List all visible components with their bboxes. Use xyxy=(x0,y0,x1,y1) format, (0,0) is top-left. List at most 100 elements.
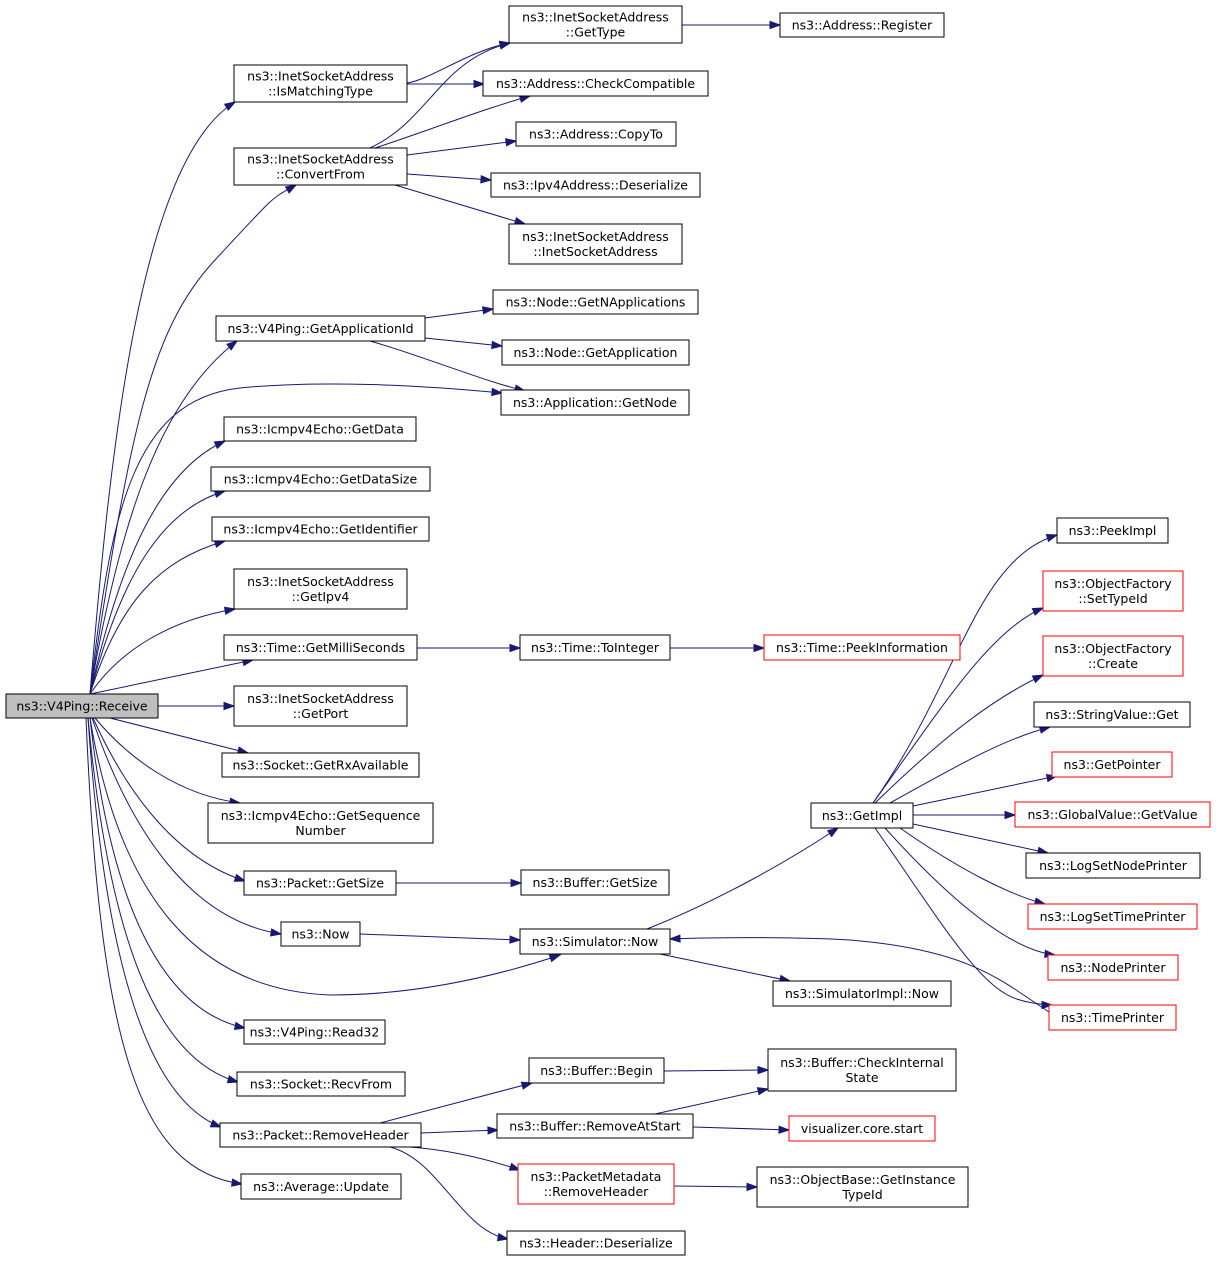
node-label: ns3::LogSetTimePrinter xyxy=(1040,909,1187,924)
edge-bufremoveat-to-bufcheck xyxy=(654,1088,769,1115)
arrowhead-getimpl-to-ofcreate xyxy=(1031,674,1045,684)
node-ipv4deser[interactable]: ns3::Ipv4Address::Deserialize xyxy=(490,172,701,198)
node-ismatching[interactable]: ns3::InetSocketAddress::IsMatchingType xyxy=(233,64,408,103)
node-inetctor[interactable]: ns3::InetSocketAddress::InetSocketAddres… xyxy=(508,223,683,265)
node-register[interactable]: ns3::Address::Register xyxy=(779,12,945,38)
node-logtimeprinter[interactable]: ns3::LogSetTimePrinter xyxy=(1027,903,1198,930)
node-nodeprinter[interactable]: ns3::NodePrinter xyxy=(1047,954,1179,981)
node-checkcompat[interactable]: ns3::Address::CheckCompatible xyxy=(482,70,709,97)
edge-receive-to-rxavail xyxy=(109,717,249,754)
node-echogetdata[interactable]: ns3::Icmpv4Echo::GetData xyxy=(223,416,417,442)
edge-receive-to-appgetnode xyxy=(89,383,503,695)
node-label: ns3::Ipv4Address::Deserialize xyxy=(503,178,688,193)
node-peekinfo[interactable]: ns3::Time::PeekInformation xyxy=(763,634,961,661)
edge-receive-to-avgupdate xyxy=(85,717,243,1185)
node-bufgetsize[interactable]: ns3::Buffer::GetSize xyxy=(520,869,670,896)
arrowhead-convertfrom-to-ipv4deser xyxy=(480,175,493,184)
node-box xyxy=(223,634,418,661)
node-gettype[interactable]: ns3::InetSocketAddress::GetType xyxy=(508,5,683,44)
node-convertfrom[interactable]: ns3::InetSocketAddress::ConvertFrom xyxy=(233,147,408,186)
node-receive[interactable]: ns3::V4Ping::Receive xyxy=(5,693,159,719)
node-bufremoveat[interactable]: ns3::Buffer::RemoveAtStart xyxy=(496,1113,694,1139)
node-label: ns3::Node::GetApplication xyxy=(514,345,678,360)
node-echogetdatasize[interactable]: ns3::Icmpv4Echo::GetDataSize xyxy=(210,466,431,492)
node-avgupdate[interactable]: ns3::Average::Update xyxy=(240,1173,402,1200)
node-getapp[interactable]: ns3::Node::GetApplication xyxy=(501,339,690,366)
arrowhead-removeheader-to-pmremove xyxy=(508,1162,522,1171)
node-appgetnode[interactable]: ns3::Application::GetNode xyxy=(500,389,690,416)
node-pmremove[interactable]: ns3::PacketMetadata::RemoveHeader xyxy=(517,1163,675,1205)
node-now[interactable]: ns3::Now xyxy=(280,921,361,947)
node-getappid[interactable]: ns3::V4Ping::GetApplicationId xyxy=(215,315,426,342)
arrowhead-receive-to-simnow xyxy=(548,954,562,963)
edge-receive-to-getms xyxy=(89,659,254,695)
node-box xyxy=(508,223,683,265)
node-lognodeprinter[interactable]: ns3::LogSetNodePrinter xyxy=(1025,852,1201,879)
node-peekimpl[interactable]: ns3::PeekImpl xyxy=(1056,517,1169,544)
arrowhead-timeprinter-to-simnow xyxy=(668,934,681,943)
node-label: ns3::Time::ToInteger xyxy=(531,640,660,655)
arrowhead-receive-to-echogetdata xyxy=(213,440,227,450)
arrowhead-getms-to-tointeger xyxy=(509,643,522,653)
edge-getimpl-to-ofcreate xyxy=(874,674,1044,804)
node-tointeger[interactable]: ns3::Time::ToInteger xyxy=(519,634,671,661)
node-timeprinter[interactable]: ns3::TimePrinter xyxy=(1048,1004,1177,1031)
arrowhead-getimpl-to-gvgetvalue xyxy=(1004,810,1017,820)
node-getpointer[interactable]: ns3::GetPointer xyxy=(1051,751,1173,778)
node-label: ::SetTypeId xyxy=(1078,591,1147,606)
node-label: ns3::Node::GetNApplications xyxy=(506,295,686,310)
node-box xyxy=(520,869,670,896)
node-getport[interactable]: ns3::InetSocketAddress::GetPort xyxy=(233,685,408,727)
node-label: ns3::GlobalValue::GetValue xyxy=(1027,807,1197,822)
arrowhead-receive-to-removeheader xyxy=(209,1119,223,1128)
node-simimplnow[interactable]: ns3::SimulatorImpl::Now xyxy=(772,980,952,1007)
node-settypeid[interactable]: ns3::ObjectFactory::SetTypeId xyxy=(1042,570,1184,612)
node-getms[interactable]: ns3::Time::GetMilliSeconds xyxy=(223,634,418,661)
node-box xyxy=(490,172,701,198)
node-getimpl[interactable]: ns3::GetImpl xyxy=(810,802,914,829)
node-box xyxy=(1047,954,1179,981)
node-read32[interactable]: ns3::V4Ping::Read32 xyxy=(243,1019,386,1045)
edge-convertfrom-to-ipv4deser xyxy=(406,173,492,181)
node-echogetid[interactable]: ns3::Icmpv4Echo::GetIdentifier xyxy=(211,516,430,542)
node-label: ns3::ObjectFactory xyxy=(1054,641,1172,656)
edge-removeheader-to-bufremoveat xyxy=(420,1129,499,1134)
edge-getimpl-to-strvalget xyxy=(889,726,1051,804)
node-box xyxy=(519,928,671,955)
node-box xyxy=(223,416,417,442)
edge-simnow-to-simimplnow xyxy=(659,953,791,982)
node-vizstart[interactable]: visualizer.core.start xyxy=(788,1115,936,1142)
node-label: ns3::Buffer::GetSize xyxy=(533,875,658,890)
edge-ismatching-to-gettype xyxy=(406,42,511,84)
node-box xyxy=(233,568,408,610)
edge-getappid-to-getnapps xyxy=(424,308,494,319)
arrowhead-receive-to-getport xyxy=(223,701,236,711)
node-copyto[interactable]: ns3::Address::CopyTo xyxy=(515,121,677,147)
node-label: ns3::Address::CheckCompatible xyxy=(496,76,695,91)
node-gvgetvalue[interactable]: ns3::GlobalValue::GetValue xyxy=(1014,801,1211,828)
edge-getimpl-to-getpointer xyxy=(912,775,1058,807)
node-box xyxy=(508,5,683,44)
node-getnapps[interactable]: ns3::Node::GetNApplications xyxy=(492,289,699,315)
node-ofcreate[interactable]: ns3::ObjectFactory::Create xyxy=(1042,635,1184,677)
node-pktgetsize[interactable]: ns3::Packet::GetSize xyxy=(243,870,397,896)
node-hdrdeser[interactable]: ns3::Header::Deserialize xyxy=(506,1230,686,1256)
node-recvfrom[interactable]: ns3::Socket::RecvFrom xyxy=(236,1071,406,1097)
node-removeheader[interactable]: ns3::Packet::RemoveHeader xyxy=(219,1122,422,1148)
node-label: ns3::InetSocketAddress xyxy=(247,152,394,167)
node-label: ::IsMatchingType xyxy=(268,84,373,99)
node-box xyxy=(240,1173,402,1200)
node-strvalget[interactable]: ns3::StringValue::Get xyxy=(1033,701,1191,728)
node-box xyxy=(215,315,426,342)
node-simnow[interactable]: ns3::Simulator::Now xyxy=(519,928,671,955)
node-rxavail[interactable]: ns3::Socket::GetRxAvailable xyxy=(221,752,420,778)
node-bufbegin[interactable]: ns3::Buffer::Begin xyxy=(528,1057,665,1084)
edge-now-to-simnow xyxy=(359,933,521,941)
node-box xyxy=(506,1230,686,1256)
edge-receive-to-removeheader xyxy=(87,717,222,1128)
node-getipv4[interactable]: ns3::InetSocketAddress::GetIpv4 xyxy=(233,568,408,610)
edge-receive-to-recvfrom xyxy=(87,717,239,1083)
